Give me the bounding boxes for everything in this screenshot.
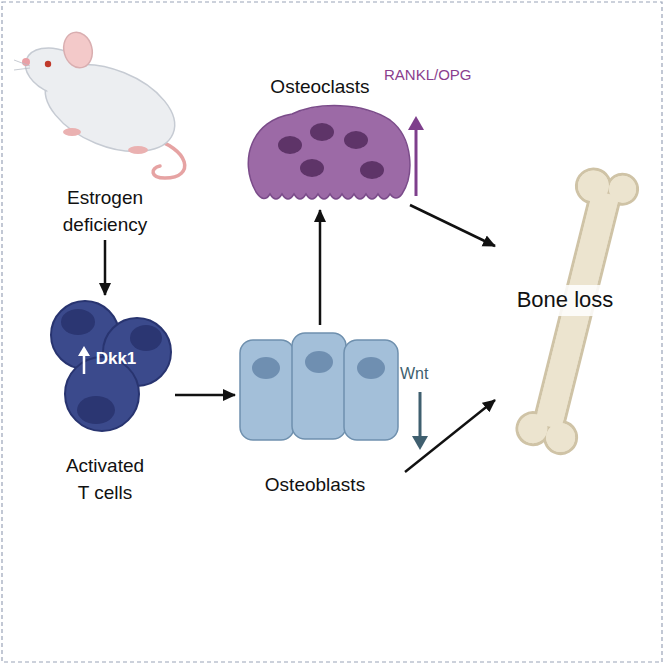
mouse-node: Estrogen deficiency	[15, 25, 195, 240]
text-slot: Bone loss	[514, 285, 618, 316]
flow-arrow	[175, 394, 235, 397]
osteoclast-node: Osteoclasts	[235, 70, 410, 210]
osteoblast-illustration	[240, 333, 398, 440]
node-label: Osteoblasts	[265, 472, 365, 499]
text-slot: Dkk1	[96, 347, 138, 371]
text-slot: Estrogen deficiency	[35, 185, 176, 238]
text-slot: Activated T cells	[59, 453, 152, 506]
t-cell-illustration	[51, 301, 171, 431]
node-label: Bone loss	[514, 285, 617, 316]
pathway-label: Wnt	[400, 365, 428, 383]
wnt-down-arrow	[412, 392, 428, 450]
mouse-illustration	[14, 29, 187, 178]
flow-arrow	[410, 205, 495, 246]
text-slot: Osteoclasts	[270, 74, 371, 101]
text-slot: Osteoblasts	[265, 472, 367, 499]
flow-arrow	[319, 210, 322, 325]
osteoblast-node: Osteoblasts	[235, 325, 405, 505]
osteoclast-illustration	[248, 106, 424, 199]
node-label: Estrogen deficiency	[35, 185, 175, 238]
flow-arrow	[405, 400, 495, 472]
bone-illustration	[512, 164, 642, 457]
ratio-label: RANKL/OPG	[384, 66, 472, 83]
marker-text: Dkk1	[96, 347, 137, 371]
t-cell-node: Dkk1Activated T cells	[40, 295, 175, 510]
flow-arrow	[104, 240, 107, 295]
node-label: Osteoclasts	[270, 74, 369, 101]
bone-node: Bone loss	[495, 165, 640, 455]
node-label: Activated T cells	[59, 453, 151, 506]
